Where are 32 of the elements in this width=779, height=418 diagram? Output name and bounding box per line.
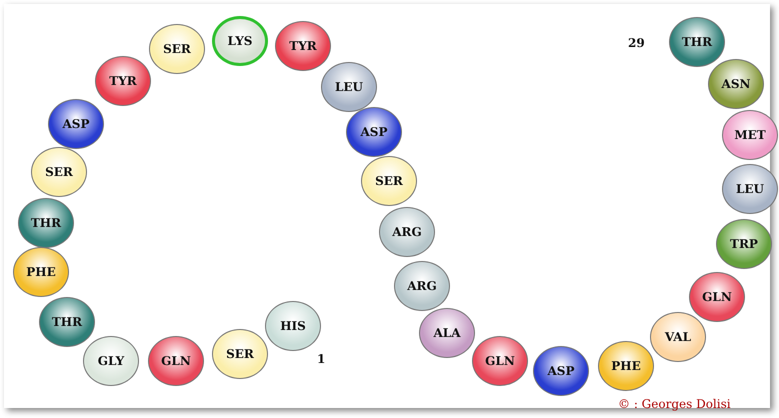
amino-acid-bead: GLN (689, 272, 745, 322)
amino-acid-bead: SER (149, 24, 205, 74)
amino-acid-bead: ARG (379, 207, 435, 257)
amino-acid-bead: PHE (598, 341, 654, 391)
amino-acid-bead: ASP (346, 107, 402, 157)
residue-number: 29 (628, 36, 645, 50)
amino-acid-bead: TRP (716, 219, 772, 269)
amino-acid-bead: ALA (419, 308, 475, 358)
amino-acid-bead: ASP (48, 99, 104, 149)
amino-acid-bead: PHE (13, 247, 69, 297)
amino-acid-bead: ASP (533, 346, 589, 396)
amino-acid-bead: LYS (212, 16, 268, 66)
amino-acid-bead: GLY (83, 336, 139, 386)
amino-acid-bead: GLN (148, 336, 204, 386)
amino-acid-bead: THR (18, 198, 74, 248)
amino-acid-bead: ARG (394, 261, 450, 311)
amino-acid-bead: GLN (472, 336, 528, 386)
amino-acid-bead: LEU (321, 62, 377, 112)
residue-number: 1 (317, 352, 326, 366)
amino-acid-bead: TYR (275, 21, 331, 71)
amino-acid-bead: HIS (265, 301, 321, 351)
amino-acid-bead: THR (669, 17, 725, 67)
amino-acid-bead: THR (39, 297, 95, 347)
amino-acid-bead: MET (722, 110, 778, 160)
amino-acid-bead: SER (31, 147, 87, 197)
amino-acid-bead: VAL (650, 312, 706, 362)
amino-acid-bead: SER (212, 329, 268, 379)
copyright-note: © : Georges Dolisi (618, 397, 731, 411)
amino-acid-bead: LEU (722, 164, 778, 214)
amino-acid-bead: TYR (95, 56, 151, 106)
amino-acid-bead: SER (361, 156, 417, 206)
amino-acid-bead: ASN (708, 59, 764, 109)
